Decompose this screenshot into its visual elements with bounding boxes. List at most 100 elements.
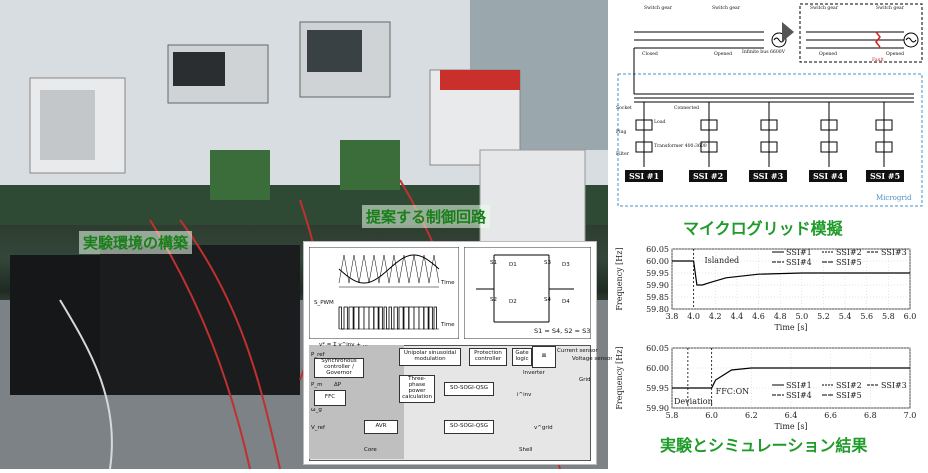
block-ffc: FFC: [314, 390, 346, 406]
y-tick-label: 59.90: [646, 281, 669, 290]
x-tick-label: 5.6: [860, 312, 873, 321]
x-tick-label: 4.0: [687, 312, 700, 321]
y-tick-label: 59.85: [646, 293, 669, 302]
x-tick-label: 6.0: [705, 411, 718, 420]
label-filter: Filter: [616, 152, 629, 157]
signal-pref: P_ref: [311, 352, 325, 358]
block-protection: Protection controller: [469, 348, 507, 366]
label-switch-gear-4: Switch gear: [876, 6, 904, 11]
label-proposed-control: 提案する制御回路: [362, 205, 491, 228]
legend-entry: SSI#1: [786, 381, 812, 390]
label-closed: Closed: [642, 52, 658, 57]
block-sogi-1: SO-SOGI-QSG: [444, 382, 494, 396]
diode-d1: D1: [509, 262, 517, 268]
y-axis-label: Frequency [Hz]: [615, 346, 624, 409]
signal-v-grid: v^grid: [534, 425, 553, 431]
y-tick-label: 60.05: [646, 245, 669, 254]
block-gate-logic: Gate logic: [512, 348, 532, 366]
label-fault: Fault: [872, 58, 884, 63]
caption-results: 実験とシミュレーション結果: [660, 436, 868, 455]
x-tick-label: 5.0: [795, 312, 808, 321]
y-tick-label: 60.00: [646, 257, 669, 266]
x-tick-label: 5.2: [817, 312, 830, 321]
label-opened-2: Opened: [819, 52, 838, 57]
legend-entry: SSI#5: [836, 258, 862, 267]
signal-omega: ω_g: [311, 407, 322, 413]
signal-pm: P_m: [311, 382, 323, 388]
ssi-2: SSI #2: [689, 170, 728, 182]
signal-i-inv: i^inv: [517, 392, 532, 398]
label-opened-3: Opened: [886, 52, 905, 57]
y-axis-label: Frequency [Hz]: [615, 247, 624, 310]
x-tick-label: 3.8: [666, 312, 679, 321]
switch-s2: S2: [490, 297, 497, 303]
x-tick-label: 4.8: [774, 312, 787, 321]
ssi-4: SSI #4: [809, 170, 848, 182]
label-plug: Plug: [616, 130, 627, 135]
microgrid-schematic: Switch gear Switch gear Switch gear Swit…: [614, 2, 924, 212]
block-avr: AVR: [364, 420, 398, 434]
label-opened-1: Opened: [714, 52, 733, 57]
y-tick-label: 59.90: [646, 404, 669, 413]
microgrid-lines: [617, 3, 923, 207]
label-connected: Connected: [674, 106, 699, 111]
block-unipolar: Unipolar sinusoidal modulation: [399, 348, 461, 366]
legend-entry: SSI#5: [836, 391, 862, 400]
label-shell: Shell: [519, 447, 533, 453]
label-transformer: Transformer 400:3600: [654, 144, 707, 149]
inverter-label: Inverter: [523, 370, 545, 376]
label-core: Core: [364, 447, 377, 453]
x-tick-label: 6.2: [745, 411, 758, 420]
label-voltage-sensor: Voltage sensor: [572, 356, 613, 362]
switch-s1: S1: [490, 260, 497, 266]
label-load: Load: [654, 120, 666, 125]
x-tick-label: 5.4: [839, 312, 852, 321]
ssi-3: SSI #3: [749, 170, 788, 182]
series-line: [672, 260, 910, 286]
x-axis-label: Time [s]: [774, 422, 807, 431]
label-switch-gear-2: Switch gear: [712, 6, 740, 11]
label-infinite-bus: Infinite bus 6600V: [742, 50, 786, 55]
ssi-1: SSI #1: [625, 170, 664, 182]
spwm-label: S_PWM: [314, 300, 334, 306]
diode-d4: D4: [562, 299, 570, 305]
x-axis-label: Time [s]: [774, 323, 807, 332]
signal-vref: V_ref: [311, 425, 325, 431]
x-tick-label: 7.0: [904, 411, 917, 420]
block-sogi-2: SO-SOGI-QSG: [444, 420, 494, 434]
control-circuit-diagram: Time Time S_PWM S1 D1 S3 D3 S2 D2 S4 D4 …: [303, 241, 613, 465]
legend-entry: SSI#4: [786, 258, 812, 267]
annotation-islanded: Islanded: [704, 256, 739, 265]
x-tick-label: 6.6: [824, 411, 837, 420]
legend-entry: SSI#4: [786, 391, 812, 400]
time-label-1: Time: [441, 280, 455, 286]
legend-entry: SSI#3: [881, 381, 907, 390]
inverter-switch-panel: [464, 247, 591, 339]
annotation-ffc-on: FFC:ON: [716, 387, 749, 396]
block-inverter-symbol: ⊠: [532, 346, 556, 368]
y-tick-label: 60.05: [646, 344, 669, 353]
diode-d3: D3: [562, 262, 570, 268]
label-switch-gear-1: Switch gear: [644, 6, 672, 11]
ssi-5: SSI #5: [866, 170, 905, 182]
time-label-2: Time: [441, 322, 455, 328]
pwm-waveform-panel: [309, 247, 459, 339]
block-sync-controller: Synchronous controller / Governor: [314, 358, 364, 378]
legend-entry: SSI#2: [836, 248, 862, 257]
legend-entry: SSI#2: [836, 381, 862, 390]
diode-d2: D2: [509, 299, 517, 305]
switch-relation: S1 = S4, S2 = S3: [534, 327, 591, 335]
x-tick-label: 4.2: [709, 312, 722, 321]
signal-equation: v* = Σ v^inv + ...: [319, 342, 368, 348]
x-tick-label: 4.6: [752, 312, 765, 321]
label-current-sensor: Current sensor: [557, 348, 598, 354]
switch-s4: S4: [544, 297, 551, 303]
legend-entry: SSI#1: [786, 248, 812, 257]
annotation-deviation: Deviation: [674, 397, 713, 406]
caption-microgrid: マイクログリッド模擬: [683, 219, 843, 238]
x-tick-label: 6.8: [864, 411, 877, 420]
y-tick-label: 60.00: [646, 364, 669, 373]
label-microgrid: Microgrid: [876, 194, 912, 202]
